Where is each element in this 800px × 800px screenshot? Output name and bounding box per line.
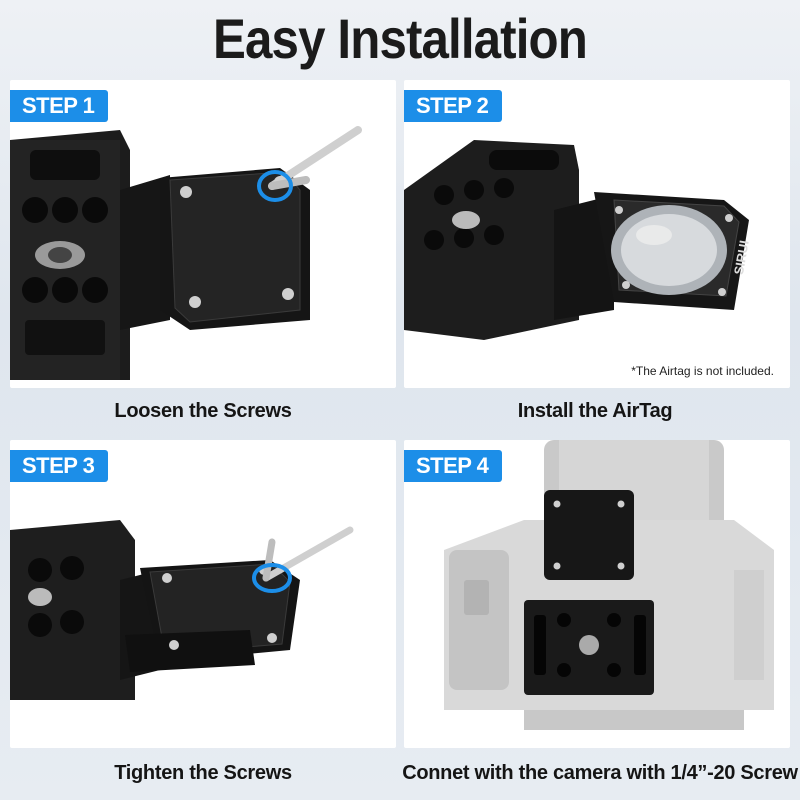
step-2-illustration	[404, 140, 749, 340]
step-3-caption: Tighten the Screws	[114, 762, 292, 784]
step-4-badge: STEP 4	[404, 450, 503, 482]
step-2-panel: STEP 2 SIRUI *The Airtag is not included…	[404, 80, 790, 388]
step-2-badge: STEP 2	[404, 90, 503, 122]
step-2-caption: Install the AirTag	[517, 400, 673, 422]
step-3-panel: STEP 3	[10, 440, 396, 748]
step-1-badge: STEP 1	[10, 90, 109, 122]
step-1-panel: STEP 1	[10, 80, 396, 388]
step-4-caption: Connet with the camera with 1/4”-20 Scre…	[402, 762, 798, 784]
airtag-note: *The Airtag is not included.	[631, 364, 774, 378]
step-4-illustration	[444, 440, 774, 730]
step-3-badge: STEP 3	[10, 450, 109, 482]
step-3-illustration	[10, 520, 354, 700]
page-title: Easy Installation	[213, 7, 588, 70]
step-1-illustration	[10, 126, 362, 380]
step-1-caption: Loosen the Screws	[114, 400, 292, 422]
step-4-panel: STEP 4	[404, 440, 790, 748]
